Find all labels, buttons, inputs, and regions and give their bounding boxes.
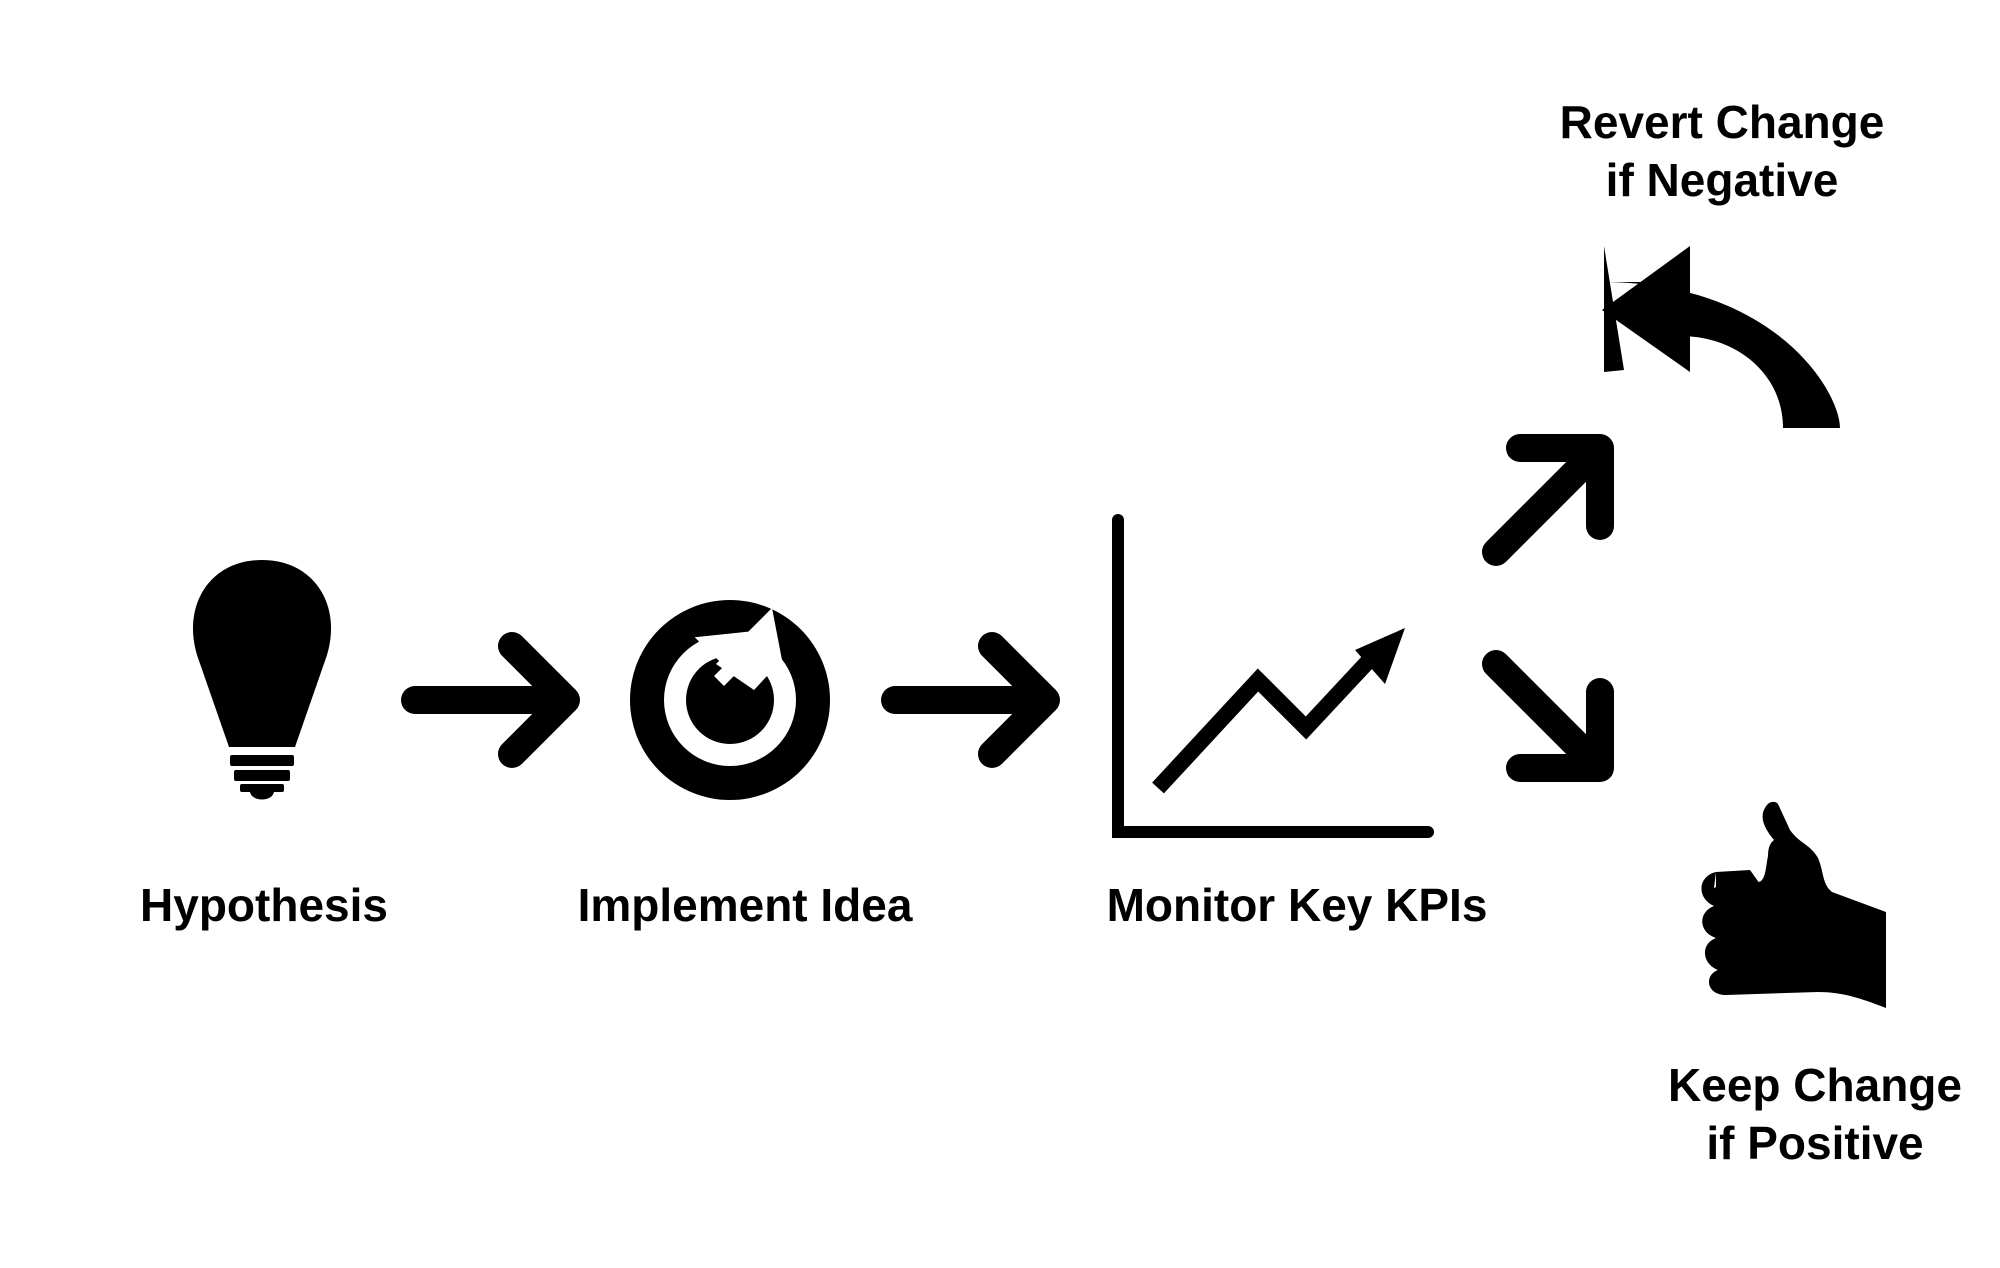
arrow-right-icon xyxy=(881,632,1060,768)
implement-idea-label: Implement Idea xyxy=(577,879,913,931)
arrow-down-right-icon xyxy=(1482,650,1614,782)
arrow-right-icon xyxy=(401,632,580,768)
lightbulb-icon xyxy=(192,560,332,800)
monitor-kpis-label: Monitor Key KPIs xyxy=(1106,879,1488,931)
revert-change-line1: Revert Change xyxy=(1559,96,1885,148)
revert-change-label: Revert Change if Negative xyxy=(1560,93,1885,209)
undo-arrow-icon xyxy=(1602,246,1840,428)
keep-change-line2: if Positive xyxy=(1706,1117,1924,1169)
thumbs-up-icon xyxy=(1701,801,1886,1008)
arrow-up-right-icon xyxy=(1482,434,1614,566)
hypothesis-label: Hypothesis xyxy=(140,879,388,931)
keep-change-label: Keep Change if Positive xyxy=(1668,1056,1962,1172)
keep-change-line1: Keep Change xyxy=(1668,1059,1962,1111)
refresh-cycle-icon xyxy=(630,600,830,800)
line-chart-icon xyxy=(1112,514,1434,838)
revert-change-line2: if Negative xyxy=(1605,154,1839,206)
